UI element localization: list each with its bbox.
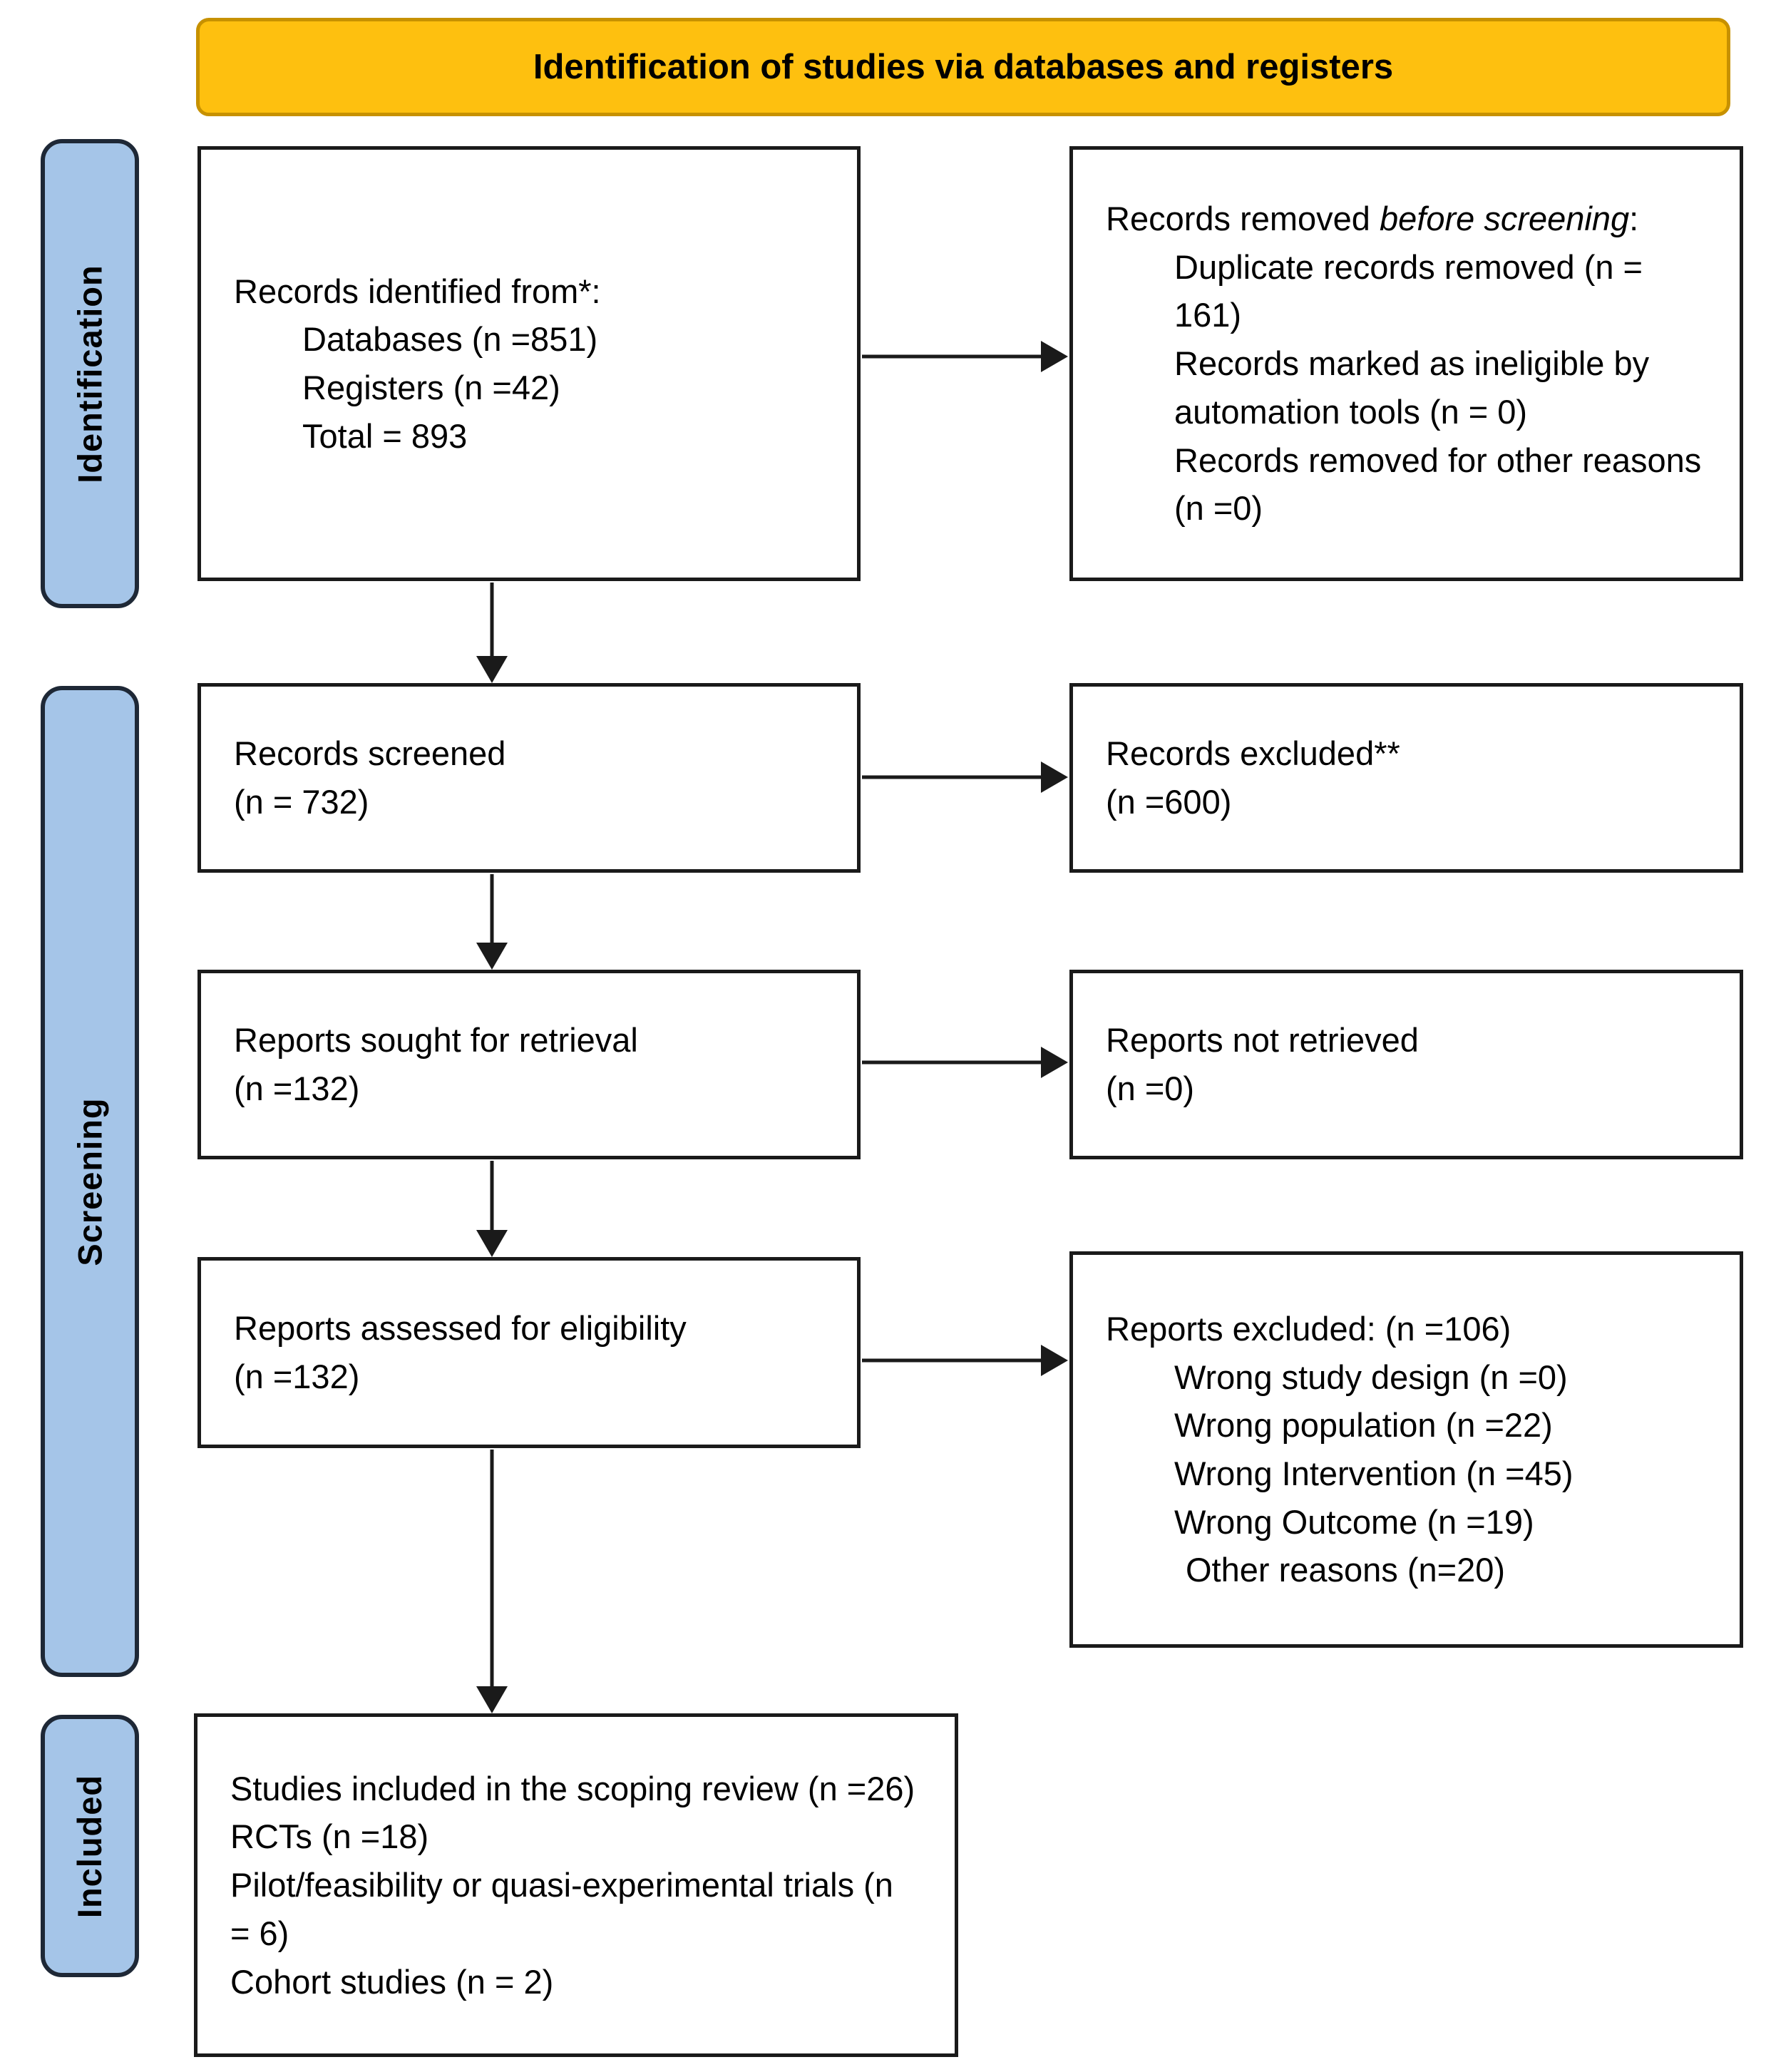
box-records-removed: Records removed before screening: Duplic…: [1069, 146, 1743, 581]
box-line: Records screened: [234, 734, 506, 773]
box-line: (n =132): [234, 1358, 360, 1395]
box-item: Wrong Outcome (n =19): [1174, 1502, 1534, 1541]
arrow-shaft: [490, 1450, 494, 1691]
stage-label-included: Included: [71, 1774, 109, 1918]
right-arrow-sought-to-not-retrieved: [862, 1047, 1068, 1078]
stage-label-identification: Identification: [71, 264, 109, 483]
box-line: Records excluded**: [1106, 734, 1400, 773]
box-reports-assessed: Reports assessed for eligibility (n =132…: [197, 1257, 861, 1448]
arrowhead-down-icon: [476, 656, 508, 683]
box-reports-sought: Reports sought for retrieval (n =132): [197, 970, 861, 1159]
box-title: Reports excluded: (n =106): [1106, 1309, 1511, 1348]
box-title: Records identified from*:: [234, 272, 601, 310]
box-item: Wrong Intervention (n =45): [1174, 1455, 1574, 1492]
box-line: Reports sought for retrieval: [234, 1021, 638, 1060]
arrow-shaft: [862, 354, 1045, 359]
box-item: Registers (n =42): [302, 369, 560, 406]
arrowhead-down-icon: [476, 1686, 508, 1713]
box-item: Wrong population (n =22): [1174, 1406, 1553, 1445]
box-item: Duplicate records removed (n = 161): [1174, 247, 1643, 334]
arrowhead-right-icon: [1041, 1345, 1068, 1376]
box-records-identified: Records identified from*: Databases (n =…: [197, 146, 861, 581]
box-item: Total = 893: [302, 416, 468, 455]
arrow-shaft: [490, 1161, 494, 1234]
diagram-title-banner: Identification of studies via databases …: [196, 18, 1730, 116]
right-arrow-identified-to-removed: [862, 341, 1068, 372]
box-line: Reports not retrieved: [1106, 1021, 1419, 1060]
arrowhead-right-icon: [1041, 341, 1068, 372]
box-item: Other reasons (n=20): [1186, 1551, 1506, 1589]
box-line: (n = 732): [234, 783, 369, 821]
box-title-italic: before screening: [1380, 200, 1630, 238]
box-studies-included: Studies included in the scoping review (…: [194, 1713, 958, 2057]
arrow-shaft: [490, 874, 494, 947]
box-line: Pilot/feasibility or quasi-experimental …: [230, 1866, 893, 1952]
box-item: Wrong study design (n =0): [1174, 1358, 1568, 1396]
box-records-screened: Records screened (n = 732): [197, 683, 861, 873]
arrow-shaft: [490, 583, 494, 660]
box-item: Records marked as ineligible by automati…: [1174, 344, 1650, 431]
box-line: (n =132): [234, 1070, 360, 1107]
arrowhead-right-icon: [1041, 1047, 1068, 1078]
box-line: Reports assessed for eligibility: [234, 1309, 687, 1348]
down-arrow-screened-to-sought: [476, 874, 508, 970]
stage-bar-included: Included: [41, 1715, 139, 1977]
box-records-excluded: Records excluded** (n =600): [1069, 683, 1743, 873]
box-reports-not-retrieved: Reports not retrieved (n =0): [1069, 970, 1743, 1159]
arrowhead-down-icon: [476, 1230, 508, 1257]
stage-bar-screening: Screening: [41, 686, 139, 1677]
box-title: Records removed before screening:: [1106, 200, 1639, 238]
arrow-shaft: [862, 1358, 1045, 1363]
right-arrow-screened-to-excluded: [862, 761, 1068, 793]
arrowhead-right-icon: [1041, 761, 1068, 793]
stage-label-screening: Screening: [71, 1097, 109, 1266]
down-arrow-assessed-to-included: [476, 1450, 508, 1713]
down-arrow-identified-to-screened: [476, 583, 508, 683]
box-line: (n =600): [1106, 783, 1232, 821]
arrow-shaft: [862, 1060, 1045, 1065]
box-line: RCTs (n =18): [230, 1817, 429, 1856]
arrow-shaft: [862, 775, 1045, 779]
box-line: Studies included in the scoping review (…: [230, 1769, 915, 1807]
diagram-title: Identification of studies via databases …: [533, 48, 1394, 86]
box-item: Records removed for other reasons (n =0): [1174, 441, 1702, 528]
box-line: Cohort studies (n = 2): [230, 1962, 554, 2001]
stage-bar-identification: Identification: [41, 139, 139, 608]
right-arrow-assessed-to-reports-excluded: [862, 1345, 1068, 1376]
box-reports-excluded: Reports excluded: (n =106) Wrong study d…: [1069, 1251, 1743, 1648]
down-arrow-sought-to-assessed: [476, 1161, 508, 1257]
arrowhead-down-icon: [476, 943, 508, 970]
box-item: Databases (n =851): [302, 320, 598, 359]
box-line: (n =0): [1106, 1070, 1195, 1107]
